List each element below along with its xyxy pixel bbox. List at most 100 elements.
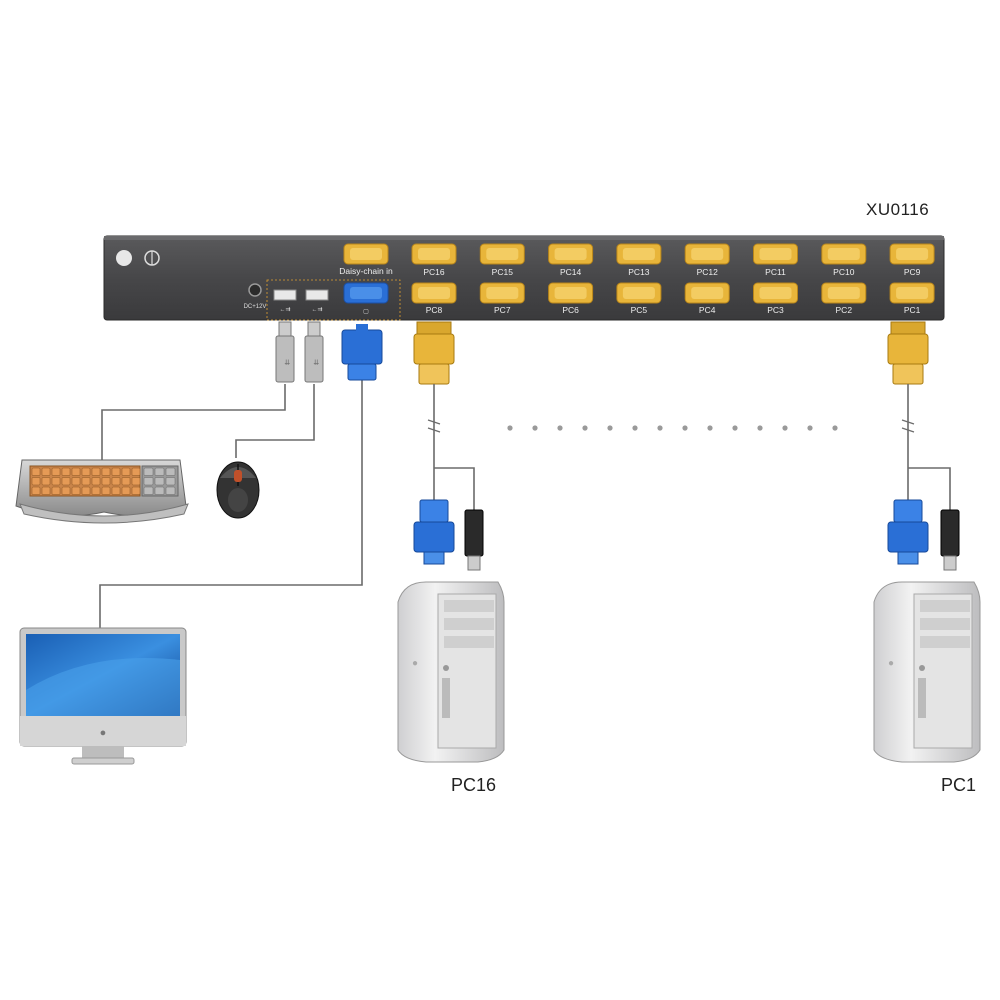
vga-port-icon [684,282,730,304]
port-label: PC1 [904,305,921,315]
usb-plug-icon: ⇉ [275,321,295,383]
pc1-connection [887,321,960,571]
ellipsis-dot [532,425,538,431]
key [143,486,154,495]
key [165,486,176,495]
vga-port-icon [684,243,730,265]
key [165,477,176,486]
key [121,467,131,476]
vga-port-icon [479,282,525,304]
ellipsis-dot [657,425,663,431]
port-label: PC16 [423,267,445,277]
pc16-label: PC16 [451,775,497,795]
ellipsis-dot [782,425,788,431]
key [131,486,141,495]
usb-plug-icon [940,509,960,571]
mouse-icon [216,461,260,519]
power-jack-icon [248,283,262,297]
key [111,467,121,476]
key [154,467,165,476]
vga-port-icon [616,243,662,265]
key [51,486,61,495]
daisy-chain-label: Daisy-chain in [339,266,393,276]
svg-text:⇉: ⇉ [312,359,319,365]
power-button-icon [116,250,132,266]
vga-plug-icon [413,499,455,565]
vga-port-icon [548,282,594,304]
key [51,467,61,476]
ellipsis-dot [707,425,713,431]
port-label: PC4 [699,305,716,315]
key [81,477,91,486]
key [101,467,111,476]
key [71,467,81,476]
console-vga-port: ▢ [343,282,389,315]
port-label: PC3 [767,305,784,315]
svg-text:▢: ▢ [363,309,369,315]
vga-port-icon [889,243,935,265]
port-label: PC9 [904,267,921,277]
apple-logo-icon: ● [888,658,894,669]
key [61,486,71,495]
ellipsis-dot [757,425,763,431]
key [51,477,61,486]
apple-logo-icon: ● [412,658,418,669]
key [31,486,41,495]
port-label: PC6 [562,305,579,315]
key [41,467,51,476]
key [81,486,91,495]
vga-port-icon [411,282,457,304]
vga-port-icon [548,243,594,265]
port-label: PC13 [628,267,650,277]
monitor-icon: ● [19,627,187,765]
key [143,477,154,486]
more-pcs-ellipsis [507,425,838,431]
key [101,477,111,486]
key [31,467,41,476]
port-label: PC14 [560,267,582,277]
key [71,486,81,495]
ellipsis-dot [732,425,738,431]
port-label: PC8 [426,305,443,315]
keyboard-icon [15,459,189,524]
key [41,477,51,486]
vga-port-icon [753,243,798,265]
pc1-label: PC1 [941,775,977,795]
ellipsis-dot [807,425,813,431]
key [111,486,121,495]
port-label: PC7 [494,305,511,315]
power-label: DC+12V [244,304,267,310]
apple-logo-icon: ● [100,727,107,739]
vga-port-icon [821,243,867,265]
vga-port-icon [889,282,935,304]
model-label: XU0116 [866,200,930,219]
vga-plug-icon [413,321,455,385]
key [154,477,165,486]
vga-port-icon [616,282,662,304]
key [41,486,51,495]
vga-port-icon [753,282,798,304]
ellipsis-dot [632,425,638,431]
key [71,477,81,486]
vga-port-icon [821,282,867,304]
key [61,477,71,486]
key [131,467,141,476]
key [31,477,41,486]
ellipsis-dot [507,425,513,431]
port-label: PC5 [631,305,648,315]
vga-port-icon [411,243,457,265]
ellipsis-dot [582,425,588,431]
key [121,477,131,486]
key [61,467,71,476]
usb-label-1: ←⇉ [279,306,290,313]
vga-plug-icon [341,324,383,381]
vga-port-icon [479,243,525,265]
port-label: PC2 [836,305,853,315]
key [91,486,101,495]
daisy-chain-port [343,243,389,265]
svg-text:⇉: ⇉ [283,359,290,365]
key [111,477,121,486]
port-label: PC12 [697,267,719,277]
